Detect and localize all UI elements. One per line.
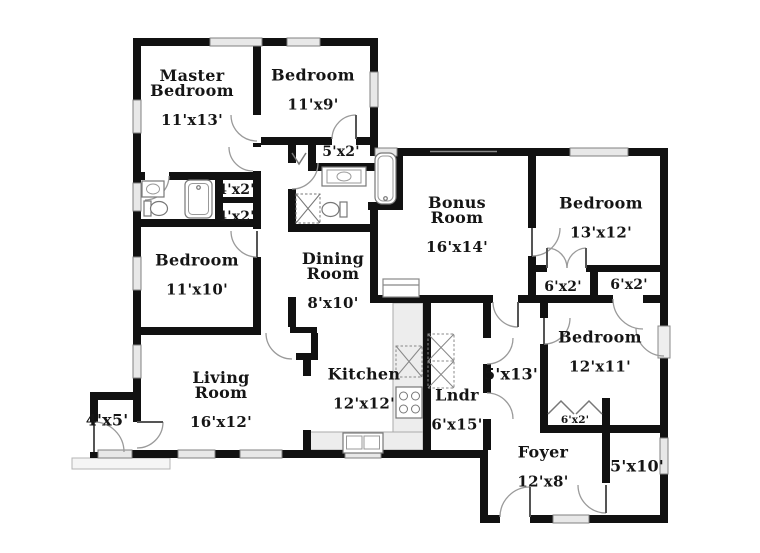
cabinet-box-icon [395,345,423,378]
toilet-icon [143,200,169,217]
interior-walls [133,46,668,483]
shower-icon [295,193,321,224]
bathtub2-icon [374,152,397,205]
bathtub-icon [184,179,213,219]
entry-stoop [71,457,171,470]
toilet2-icon [321,201,348,218]
door-leaves [93,115,607,517]
exterior-door-panel [657,325,671,359]
stove-icon [395,386,423,419]
windows [97,37,669,524]
bifold-door-icon [291,152,603,415]
washer-dryer-icon [427,333,455,389]
door-arcs [93,114,665,518]
sink-vanity-icon [141,180,165,198]
sink-vanity2-icon [321,166,367,187]
kitchen-sink-icon [342,432,384,454]
fireplace-hearth-icon [382,278,420,298]
